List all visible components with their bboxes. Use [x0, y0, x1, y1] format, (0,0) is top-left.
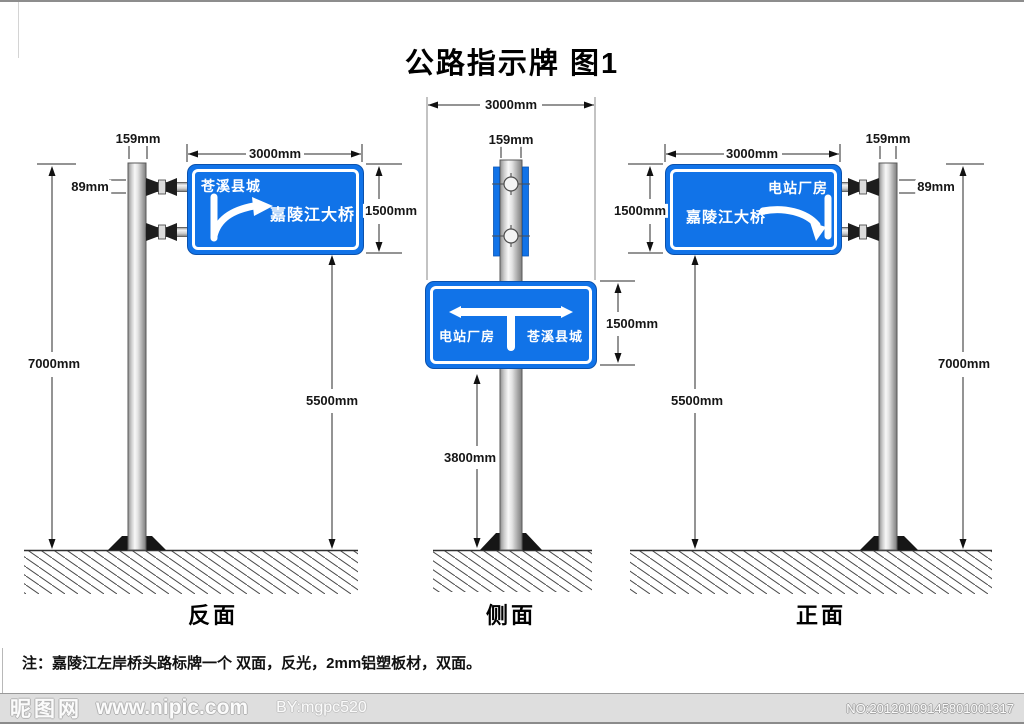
dim-label-mount-height: 5500mm	[303, 392, 361, 409]
ground-hatch	[24, 551, 358, 594]
destination-label: 电站厂房	[768, 180, 828, 196]
destination-label: 苍溪县城	[527, 329, 584, 344]
dim-label-sign-height: 1500mm	[603, 315, 661, 332]
note-text: 注：嘉陵江左岸桥头路标牌一个 双面，反光，2mm铝塑板材，双面。	[22, 655, 482, 672]
destination-label: 电站厂房	[439, 329, 496, 344]
dim-label-sign-height: 1500mm	[362, 202, 420, 219]
dim-label-bracket-diameter: 89mm	[69, 178, 111, 195]
dim-label-side-sign-height: 3800mm	[441, 449, 499, 466]
view-caption-front: 正面	[795, 603, 847, 628]
curve-right-arrow-icon	[759, 194, 832, 241]
side-sign-board: 电站厂房 苍溪县城	[425, 281, 597, 369]
dim-label-sign-height: 1500mm	[611, 202, 669, 219]
dim-label-sign-width: 3000mm	[482, 96, 540, 113]
dim-label-pole-diameter: 159mm	[863, 130, 913, 147]
dim-label-pole-diameter: 159mm	[113, 130, 163, 147]
front-view-structure	[628, 144, 992, 594]
back-view-structure	[24, 144, 402, 594]
destination-label: 嘉陵江大桥	[686, 209, 767, 226]
ground-hatch	[433, 551, 592, 592]
dim-label-total-height: 7000mm	[25, 355, 83, 372]
dim-label-total-height: 7000mm	[935, 355, 993, 372]
t-junction-icon	[449, 306, 573, 351]
dim-label-sign-width: 3000mm	[723, 145, 781, 162]
side-view-structure	[426, 97, 635, 592]
watermark-author: BY:mgpc520	[276, 699, 367, 716]
clamp-bolt	[503, 228, 519, 244]
watermark-bar: 昵图网 www.nipic.com BY:mgpc520 NO:20120109…	[0, 693, 1024, 724]
destination-label: 嘉陵江大桥	[270, 207, 356, 224]
view-caption-side: 侧面	[485, 603, 537, 628]
page-title: 公路指示牌 图1	[404, 48, 620, 80]
pole	[127, 162, 147, 551]
dim-label-sign-width: 3000mm	[246, 145, 304, 162]
watermark-site-logo: 昵图网	[10, 698, 82, 721]
watermark-url: www.nipic.com	[96, 696, 249, 719]
clamp-bolt	[503, 176, 519, 192]
page-top-border	[0, 0, 1024, 2]
page-edge-artifact	[18, 2, 19, 58]
watermark-serial: NO:20120109145801001317	[846, 700, 1014, 716]
dim-label-mount-height: 5500mm	[668, 392, 726, 409]
view-caption-back: 反面	[187, 603, 239, 628]
fork-arrow-icon	[210, 193, 273, 242]
front-sign-board: 电站厂房 嘉陵江大桥	[665, 164, 842, 255]
destination-label: 苍溪县城	[201, 178, 261, 194]
dim-label-pole-diameter: 159mm	[486, 131, 536, 148]
dim-label-bracket-diameter: 89mm	[915, 178, 957, 195]
page-edge-artifact	[2, 648, 3, 693]
sign-edge-strip	[522, 166, 529, 257]
ground-hatch	[630, 551, 992, 594]
sign-edge-strip	[493, 166, 500, 257]
pole	[878, 162, 898, 551]
back-sign-board: 苍溪县城 嘉陵江大桥	[187, 164, 364, 255]
